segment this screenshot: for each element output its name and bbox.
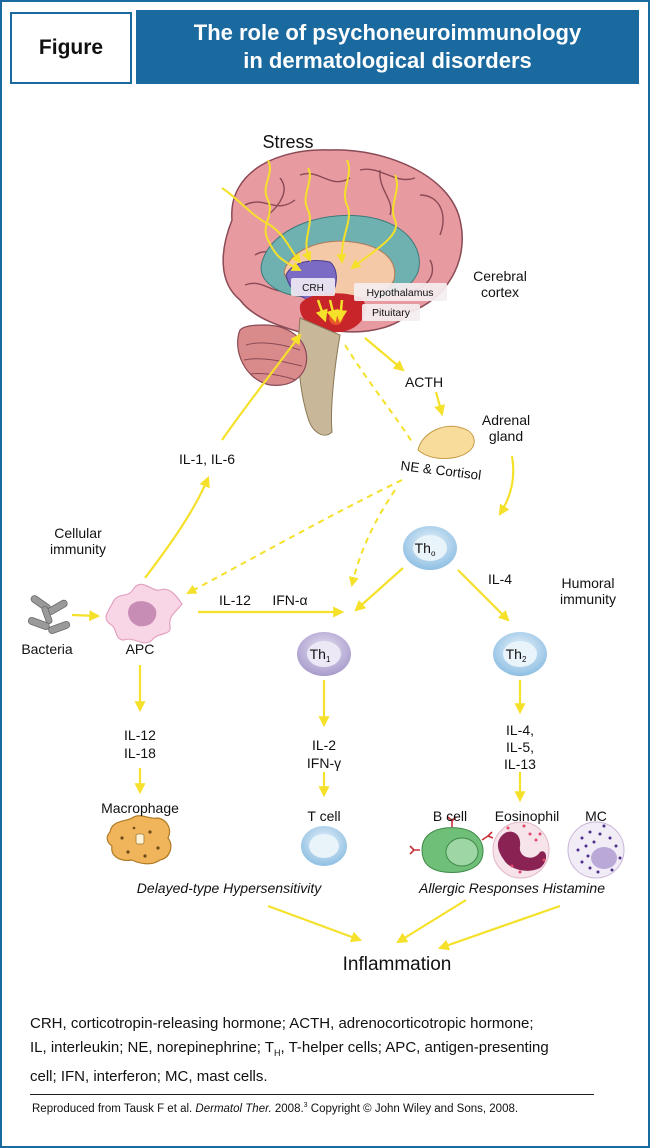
label-mc: MC — [585, 808, 607, 824]
adrenal-gland-shape — [417, 425, 475, 459]
label-pituitary: Pituitary — [372, 307, 411, 319]
t-cell-core — [309, 834, 339, 858]
th2-cell-core — [503, 641, 537, 667]
label-cerebral: Cerebral — [473, 268, 527, 284]
label-dth: Delayed-type Hypersensitivity — [137, 880, 322, 896]
label-th2-il4: IL-4, — [506, 722, 534, 738]
label-il4-arrow: IL-4 — [488, 571, 512, 587]
label-cellular: Cellular — [54, 525, 102, 541]
pni-diagram: Stress CRH Hypothalamus Pituitary Cerebr… — [21, 132, 625, 975]
title-line-2: in dermatological disorders — [243, 48, 532, 73]
figure-caption: CRH, corticotropin-releasing hormone; AC… — [30, 1012, 620, 1089]
caption-line-2: IL, interleukin; NE, norepinephrine; TH,… — [30, 1039, 549, 1058]
mast-cell — [567, 821, 625, 879]
label-crh: CRH — [302, 283, 324, 294]
macrophage-cell — [106, 815, 172, 865]
label-allergic: Allergic Responses Histamine — [418, 880, 605, 896]
label-apc: APC — [126, 641, 155, 657]
th0-cell-core — [413, 535, 447, 561]
b-cell — [409, 816, 494, 873]
dashed-arrows — [186, 344, 413, 594]
source-credit: Reproduced from Tausk F et al. Dermatol … — [32, 1102, 519, 1115]
label-il12-arrow: IL-12 — [219, 592, 251, 608]
label-cortex: cortex — [481, 284, 519, 300]
caption-line-3: cell; IFN, interferon; MC, mast cells. — [30, 1068, 268, 1085]
figure-label: Figure — [38, 36, 104, 59]
label-hypothalamus: Hypothalamus — [366, 287, 433, 299]
label-humoral: Humoral — [562, 575, 615, 591]
label-th2-il5: IL-5, — [506, 739, 534, 755]
label-apc-il18: IL-18 — [124, 745, 156, 761]
label-acth: ACTH — [405, 374, 443, 390]
label-th2: Th2 — [506, 646, 527, 664]
label-t-cell: T cell — [307, 808, 340, 824]
stress-signals — [221, 159, 398, 271]
title-line-1: The role of psychoneuroimmunology — [193, 20, 582, 45]
solid-arrows — [71, 333, 561, 951]
label-apc-il12: IL-12 — [124, 727, 156, 743]
label-immunity-humoral: immunity — [560, 591, 616, 607]
label-inflammation: Inflammation — [343, 954, 452, 975]
label-ifn-alpha: IFN-α — [272, 592, 307, 608]
eosinophil-cell — [492, 821, 550, 879]
label-il2: IL-2 — [312, 737, 336, 753]
crh-signals — [315, 299, 348, 323]
label-eosinophil: Eosinophil — [495, 808, 560, 824]
label-il1-il6: IL-1, IL-6 — [179, 451, 235, 467]
label-bacteria: Bacteria — [21, 641, 73, 657]
th1-cell-core — [307, 641, 341, 667]
caption-divider — [30, 1094, 594, 1095]
bacteria-icon — [27, 595, 71, 634]
caption-line-1: CRH, corticotropin-releasing hormone; AC… — [30, 1015, 534, 1032]
label-adrenal: Adrenal — [482, 412, 530, 428]
label-th0: Tho — [415, 540, 436, 558]
label-ne-cortisol: NE & Cortisol — [400, 458, 482, 483]
label-gland: gland — [489, 428, 523, 444]
label-th1: Th1 — [310, 646, 331, 664]
label-b-cell: B cell — [433, 808, 467, 824]
title-banner: The role of psychoneuroimmunology in der… — [136, 10, 639, 84]
label-immunity-cellular: immunity — [50, 541, 106, 557]
label-stress: Stress — [262, 132, 313, 152]
label-th2-il13: IL-13 — [504, 756, 536, 772]
figure-label-box: Figure — [10, 12, 132, 84]
label-ifn-gamma: IFN-γ — [307, 755, 341, 771]
label-macrophage: Macrophage — [101, 800, 179, 816]
apc-nucleus — [128, 601, 157, 627]
